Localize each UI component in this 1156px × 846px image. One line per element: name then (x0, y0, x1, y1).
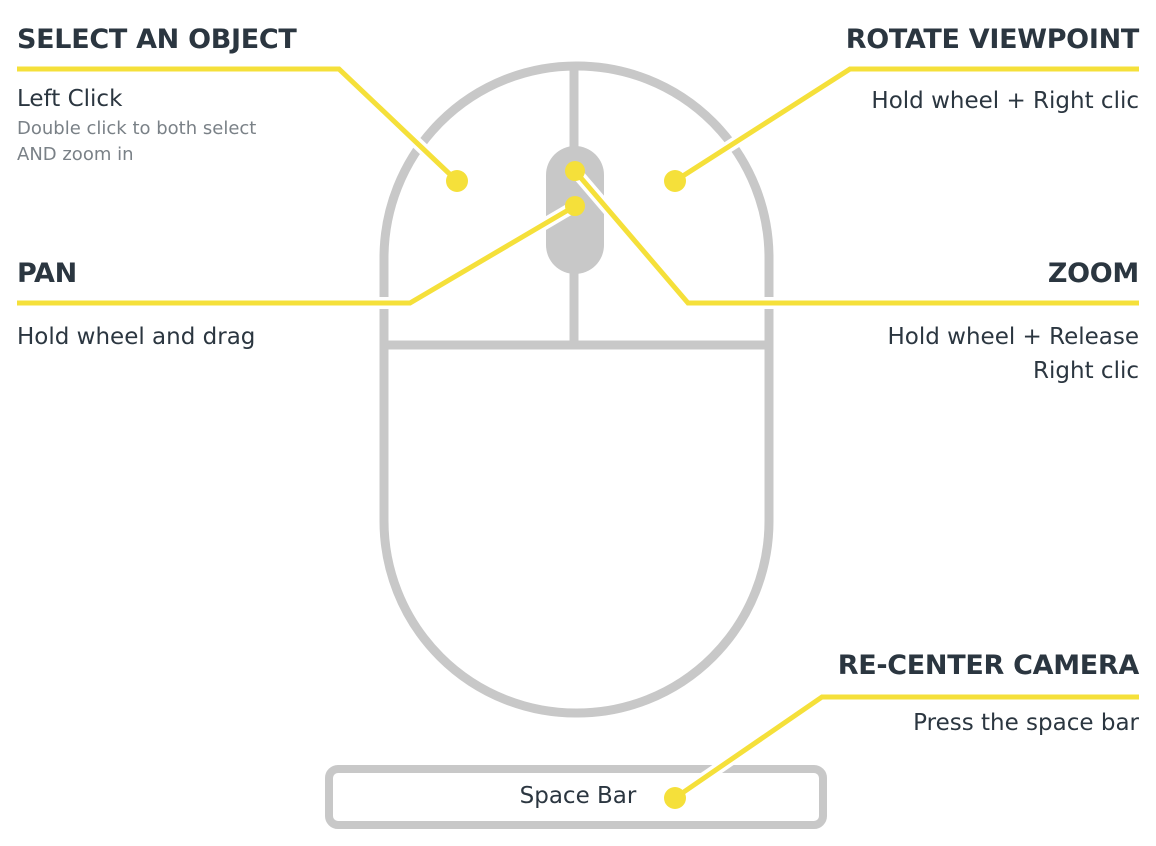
select-object-title: SELECT AN OBJECT (17, 24, 297, 55)
space-bar-label: Space Bar (519, 783, 637, 809)
recenter-camera-callout: RE-CENTER CAMERA Press the space bar (837, 650, 1140, 740)
zoom-desc-1: Hold wheel + Release (887, 324, 1139, 350)
zoom-desc-2: Right clic (1033, 358, 1139, 384)
rotate-viewpoint-desc: Hold wheel + Right clic (871, 88, 1139, 114)
pan-title: PAN (17, 258, 77, 289)
pan-dot (565, 196, 585, 216)
recenter-callout-line (673, 694, 1139, 801)
space-bar-key-icon (325, 765, 827, 829)
select-object-sub-1: Double click to both select (17, 118, 257, 139)
zoom-title: ZOOM (1047, 258, 1139, 289)
pan-desc: Hold wheel and drag (17, 324, 256, 350)
recenter-dot (664, 787, 686, 809)
pan-callout-line (17, 203, 577, 306)
select-object-sub-2: AND zoom in (17, 144, 134, 165)
zoom-callout: ZOOM Hold wheel + Release Right clic (887, 258, 1139, 388)
pan-callout: PAN Hold wheel and drag (17, 258, 255, 354)
zoom-callout-line (573, 169, 1139, 306)
select-object-callout: SELECT AN OBJECT Left Click Double click… (17, 24, 297, 168)
select-object-desc: Left Click (17, 86, 123, 112)
rotate-viewpoint-title: ROTATE VIEWPOINT (845, 24, 1140, 55)
recenter-camera-title: RE-CENTER CAMERA (837, 650, 1140, 681)
recenter-camera-desc: Press the space bar (913, 710, 1139, 736)
select-dot (446, 170, 468, 192)
rotate-callout-line (673, 66, 1139, 184)
select-callout-line (17, 66, 459, 183)
rotate-viewpoint-callout: ROTATE VIEWPOINT Hold wheel + Right clic (845, 24, 1140, 118)
rotate-dot (664, 170, 686, 192)
zoom-dot (565, 161, 585, 181)
